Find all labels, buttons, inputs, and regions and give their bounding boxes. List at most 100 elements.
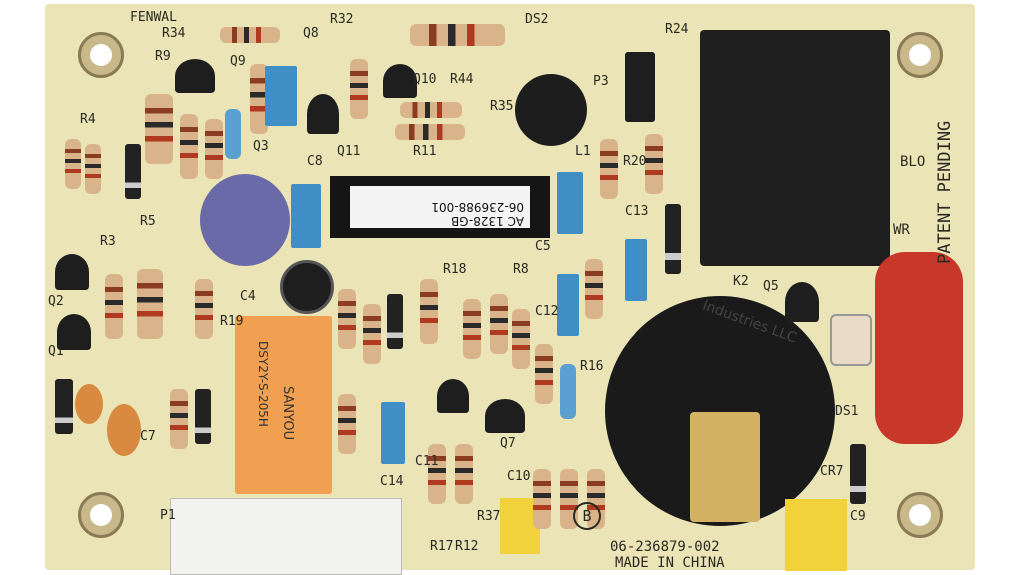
label-r19: R19 [220,314,244,329]
resistor [490,294,508,354]
resistor [85,144,101,194]
sanyou-relay: SANYOU DSY2Y-S-205H [235,316,332,494]
label-r24: R24 [665,22,689,37]
label-r32: R32 [330,12,354,27]
label-c4: C4 [240,289,256,304]
resistor [512,309,530,369]
resistor [363,304,381,364]
resistor [180,114,198,179]
maker-mark: FENWAL [130,10,177,25]
transistor [55,254,89,290]
film-capacitor [291,184,321,248]
label-q2: Q2 [48,294,64,309]
diode [195,389,211,444]
label-q7: Q7 [500,436,516,451]
diode [55,379,73,434]
diode [125,144,141,199]
resistor [250,64,268,134]
resistor [560,364,576,419]
resistor [600,139,618,199]
mounting-hole [78,492,124,538]
transistor [625,52,655,122]
electrolytic-capacitor-small [280,260,334,314]
resistor [455,444,473,504]
ic-label-line2: 06-236988-001 [431,200,524,214]
label-r37: R37 [477,509,501,524]
film-capacitor [381,402,405,464]
mounting-hole [78,32,124,78]
label-r3: R3 [100,234,116,249]
origin-text: MADE IN CHINA [615,555,725,571]
ic-label: AC 1328-GB 06-236988-001 [350,186,530,228]
resistor [205,119,223,179]
connector-p1 [170,498,402,575]
diode [665,204,681,274]
mounting-hole [897,32,943,78]
label-q11: Q11 [337,144,361,159]
ic-chip: AC 1328-GB 06-236988-001 [330,176,550,238]
resistor [428,444,446,504]
resistor [170,389,188,449]
film-capacitor [265,66,297,126]
ceramic-capacitor [107,404,141,456]
label-r20: R20 [623,154,647,169]
resistor [195,279,213,339]
label-r9: R9 [155,49,171,64]
relay-model: DSY2Y-S-205H [256,341,270,427]
resistor [533,469,551,529]
transistor [437,379,469,413]
resistor [395,124,465,140]
resistor [137,269,163,339]
film-capacitor [625,239,647,301]
label-r35: R35 [490,99,514,114]
transistor [175,59,215,93]
resistor [463,299,481,359]
label-q9: Q9 [230,54,246,69]
electrolytic-capacitor [200,174,290,266]
label-c5: C5 [535,239,551,254]
relay-k2 [700,30,890,266]
film-capacitor [557,172,583,234]
label-q3: Q3 [253,139,269,154]
label-p1: P1 [160,508,176,523]
resistor [220,27,280,43]
label-c9: C9 [850,509,866,524]
buzzer-text: Industries LLC [700,297,799,347]
resistor [350,59,368,119]
diode [387,294,403,349]
spade-terminal [690,412,760,522]
ceramic-capacitor [75,384,103,424]
patent-text: PATENT PENDING [935,120,955,264]
resistor [338,394,356,454]
transistor [307,94,339,134]
label-ds2: DS2 [525,12,549,27]
label-r4: R4 [80,112,96,127]
label-c12: C12 [535,304,559,319]
label-r11: R11 [413,144,437,159]
board-part-number: 06-236879-002 [610,539,720,555]
label-r44: R44 [450,72,474,87]
label-r5: R5 [140,214,156,229]
transistor [485,399,525,433]
resistor [585,259,603,319]
label-r17: R17 [430,539,454,554]
label-l1: L1 [575,144,591,159]
resistor [145,94,173,164]
resistor [645,134,663,194]
label-q10: Q10 [413,72,437,87]
label-wr: WR [893,222,910,238]
resistor [410,24,505,46]
label-cr7: CR7 [820,464,844,479]
label-ds1: DS1 [835,404,859,419]
label-c7: C7 [140,429,156,444]
label-c11: C11 [415,454,439,469]
ic-label-line1: AC 1328-GB [450,214,524,228]
inductor-l1 [515,74,587,146]
resistor [400,102,462,118]
gas-discharge-tube [830,314,872,366]
label-k2: K2 [733,274,749,289]
relay-brand: SANYOU [280,386,295,441]
label-r16: R16 [580,359,604,374]
label-r12: R12 [455,539,479,554]
transistor [383,64,417,98]
